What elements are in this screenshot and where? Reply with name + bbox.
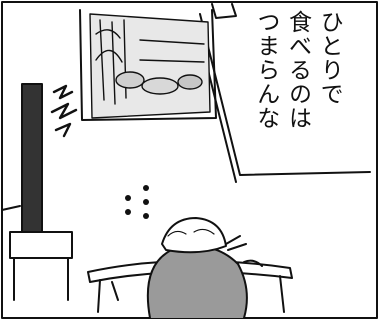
man-from-behind bbox=[146, 217, 263, 319]
window bbox=[211, 3, 237, 19]
ellipsis-dots bbox=[125, 185, 149, 219]
caption-line: 食べるのは bbox=[284, 10, 311, 130]
television bbox=[9, 83, 73, 301]
narration-caption: ひとりで 食べるのは つまらんな bbox=[252, 10, 343, 130]
caption-line: ひとりで bbox=[316, 10, 343, 106]
kitchen-background bbox=[89, 13, 211, 119]
caption-line: つまらんな bbox=[252, 10, 279, 130]
wall-corner-line bbox=[199, 13, 371, 176]
floor-line bbox=[1, 205, 21, 211]
tv-noise-marks bbox=[50, 84, 78, 138]
